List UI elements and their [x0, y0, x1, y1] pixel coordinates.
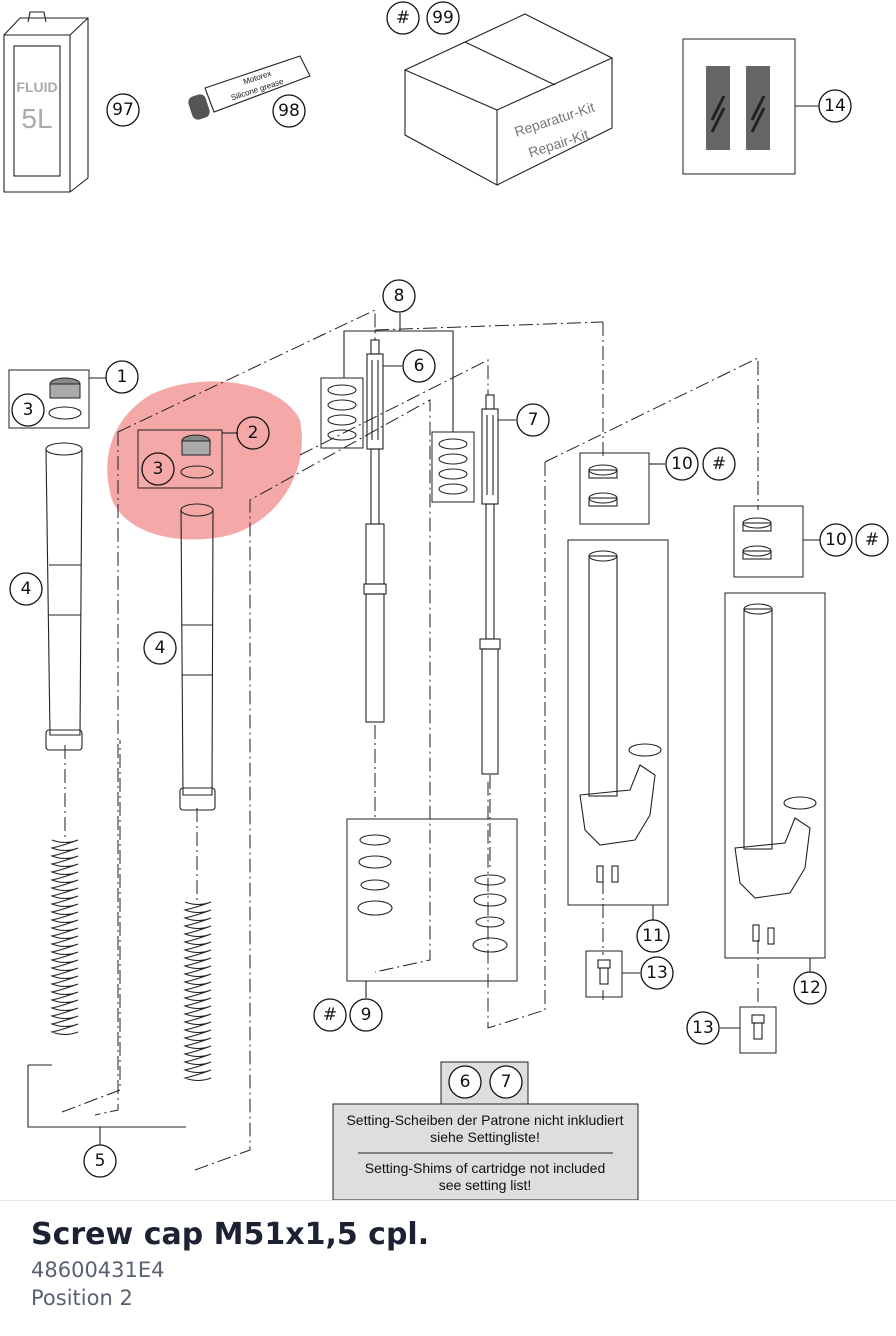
callout-8[interactable]: 8	[382, 279, 416, 313]
callout-12[interactable]: 12	[793, 971, 827, 1005]
callout-13-right[interactable]: 13	[686, 1011, 720, 1045]
part-number: 48600431E4	[31, 1258, 165, 1282]
svg-text:3: 3	[153, 459, 164, 479]
svg-text:8: 8	[394, 286, 405, 306]
svg-text:7: 7	[501, 1072, 512, 1092]
setting-shims-note: Setting-Scheiben der Patrone nicht inklu…	[332, 1061, 639, 1200]
decal-set-part[interactable]	[682, 38, 820, 175]
callout-10-left[interactable]: 10	[665, 447, 699, 481]
shim-set-right[interactable]	[431, 431, 475, 503]
svg-text:5: 5	[95, 1151, 106, 1171]
callout-note-7[interactable]: 7	[489, 1065, 523, 1099]
inner-tube-part-12[interactable]	[724, 592, 826, 972]
callout-3-right[interactable]: 3	[141, 452, 175, 486]
bushing-set-right[interactable]	[733, 505, 820, 578]
outer-tube-left[interactable]	[45, 442, 83, 751]
screw-cap-part-1[interactable]	[8, 369, 106, 429]
callout-4-left[interactable]: 4	[9, 572, 43, 606]
callout-4-right[interactable]: 4	[143, 631, 177, 665]
selected-part-highlight	[107, 381, 302, 540]
svg-text:#: #	[865, 530, 879, 550]
svg-text:11: 11	[642, 926, 664, 946]
repair-kit-box-part[interactable]: Reparatur-Kit Repair-Kit	[403, 13, 614, 186]
callout-10-left-hash[interactable]: #	[702, 447, 736, 481]
part-info-panel: Screw cap M51x1,5 cpl. 48600431E4 Positi…	[0, 1200, 896, 1336]
svg-text:4: 4	[155, 638, 166, 658]
callout-6[interactable]: 6	[402, 349, 436, 383]
svg-text:98: 98	[278, 101, 300, 121]
callout-98[interactable]: 98	[272, 94, 306, 128]
callout-note-6[interactable]: 6	[448, 1065, 482, 1099]
part-position: Position 2	[31, 1286, 133, 1310]
svg-text:99: 99	[432, 8, 454, 28]
cartridge-part-7[interactable]	[479, 394, 516, 775]
svg-text:7: 7	[528, 410, 539, 430]
svg-text:13: 13	[646, 963, 668, 983]
assembly-guide-lines	[61, 309, 759, 1171]
bolt-part-13-left[interactable]	[585, 950, 640, 998]
bushing-set-left[interactable]	[579, 452, 665, 525]
callout-99[interactable]: 99	[426, 1, 460, 35]
note-de-line-2: siehe Settingliste!	[430, 1129, 540, 1145]
fork-spring-left[interactable]	[27, 839, 186, 1145]
exploded-parts-diagram: FLUID 5L Motorex Silicone grease Reparat…	[3, 1, 889, 1200]
svg-text:2: 2	[248, 423, 259, 443]
svg-text:#: #	[712, 454, 726, 474]
note-en-line-1: Setting-Shims of cartridge not included	[365, 1160, 605, 1176]
callout-1[interactable]: 1	[105, 360, 139, 394]
callout-10-right-hash[interactable]: #	[855, 523, 889, 557]
svg-text:3: 3	[23, 400, 34, 420]
screw-cap-part-2[interactable]	[137, 429, 238, 489]
svg-text:1: 1	[117, 367, 128, 387]
callout-99-hash[interactable]: #	[386, 1, 420, 35]
shim-set-left[interactable]	[320, 377, 364, 449]
part-title: Screw cap M51x1,5 cpl.	[31, 1217, 430, 1252]
note-de-line-1: Setting-Scheiben der Patrone nicht inklu…	[346, 1112, 623, 1128]
callout-14[interactable]: 14	[818, 89, 852, 123]
inner-tube-part-11[interactable]	[567, 539, 669, 920]
callout-97[interactable]: 97	[106, 93, 140, 127]
callout-7[interactable]: 7	[516, 403, 550, 437]
callout-9[interactable]: 9	[349, 998, 383, 1032]
svg-text:#: #	[396, 8, 410, 28]
cartridge-part-6[interactable]	[363, 339, 402, 723]
svg-text:13: 13	[692, 1018, 714, 1038]
cartridge-bracket-8	[343, 313, 454, 432]
svg-text:10: 10	[671, 454, 693, 474]
seal-kit-part-9[interactable]	[346, 818, 518, 998]
svg-text:14: 14	[824, 96, 846, 116]
svg-text:#: #	[323, 1005, 337, 1025]
svg-text:97: 97	[112, 100, 134, 120]
note-en-line-2: see setting list!	[439, 1177, 532, 1193]
fluid-can-volume: 5L	[21, 103, 52, 134]
svg-text:6: 6	[414, 356, 425, 376]
svg-text:12: 12	[799, 978, 821, 998]
outer-tube-right[interactable]	[179, 503, 216, 811]
svg-text:4: 4	[21, 579, 32, 599]
svg-text:10: 10	[825, 530, 847, 550]
callout-3-left[interactable]: 3	[11, 393, 45, 427]
callout-2[interactable]: 2	[236, 416, 270, 450]
callout-5[interactable]: 5	[83, 1144, 117, 1178]
callout-10-right[interactable]: 10	[819, 523, 853, 557]
fluid-can-label: FLUID	[16, 79, 57, 95]
callout-11[interactable]: 11	[636, 919, 670, 953]
fluid-can-part[interactable]: FLUID 5L	[3, 11, 89, 193]
callout-13-left[interactable]: 13	[640, 956, 674, 990]
callout-9-hash[interactable]: #	[313, 998, 347, 1032]
svg-text:9: 9	[361, 1005, 372, 1025]
bolt-part-13-right[interactable]	[720, 1006, 777, 1054]
svg-text:6: 6	[460, 1072, 471, 1092]
fork-spring-right[interactable]	[183, 901, 212, 1082]
